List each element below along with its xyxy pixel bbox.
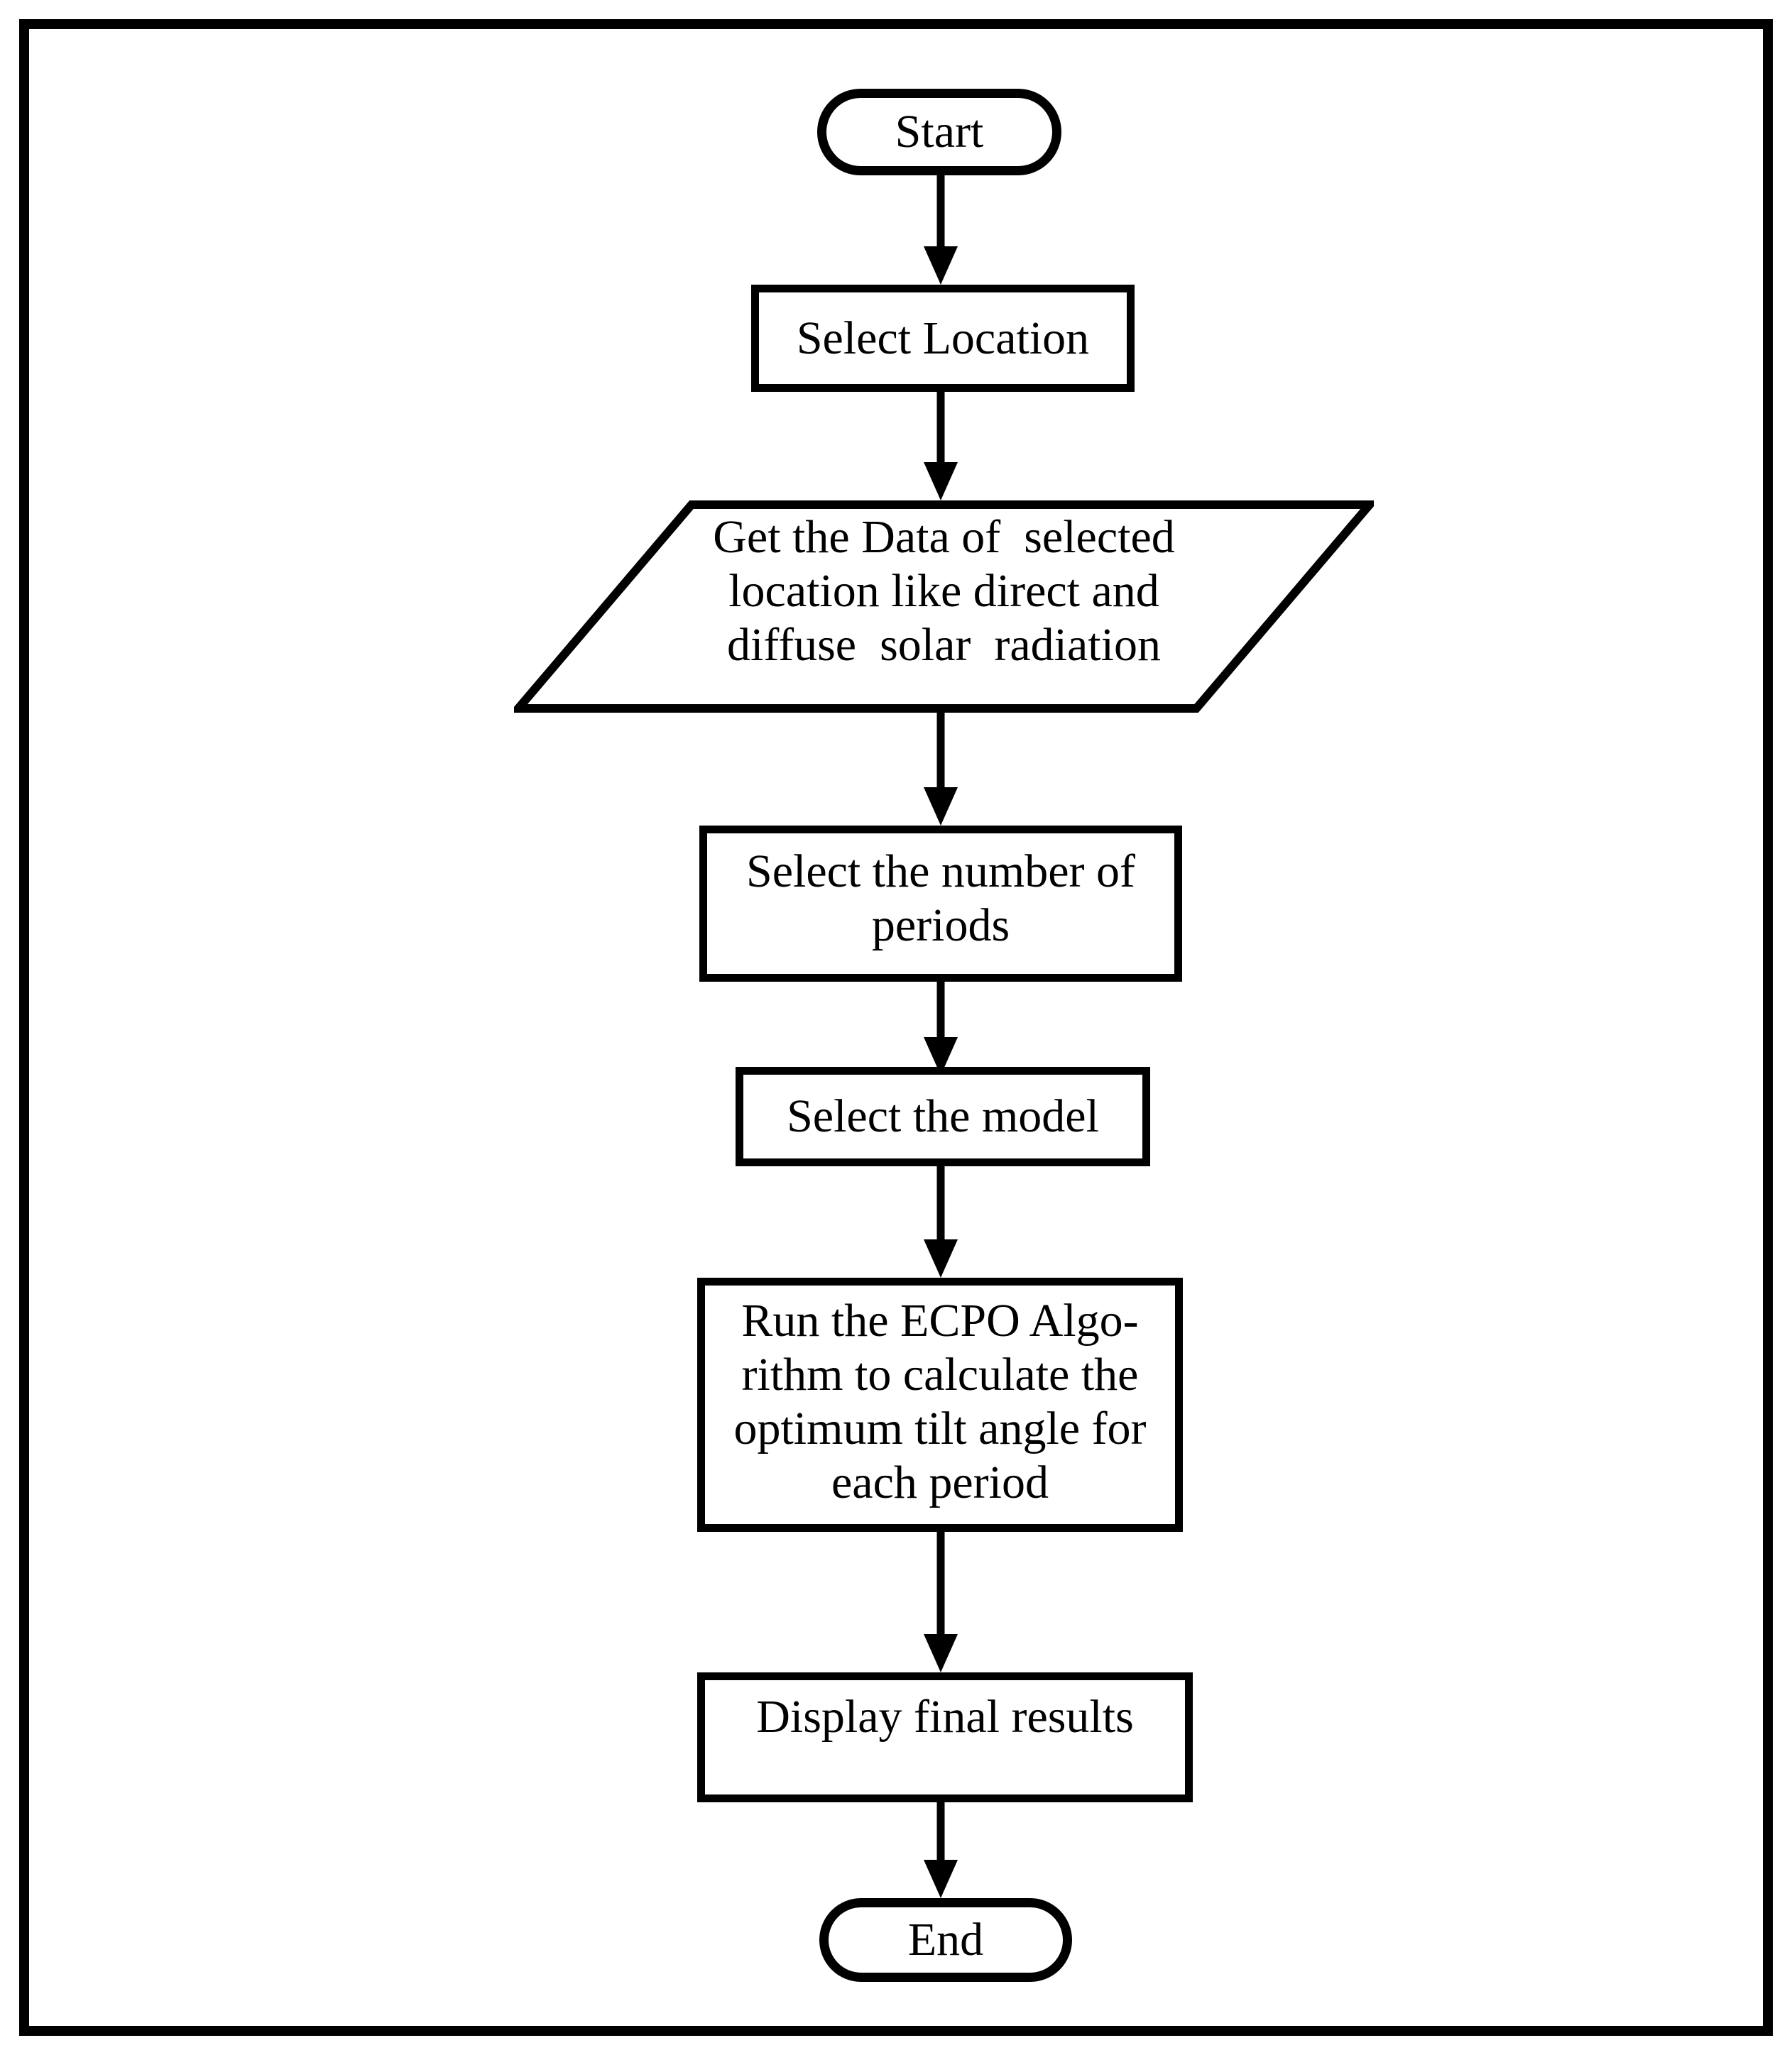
node-start-label: Start [895,106,984,158]
arrowhead-icon [924,462,958,500]
arrow-shaft [936,1166,945,1242]
arrow-shaft [936,1802,945,1863]
node-select-location: Select Location [751,285,1135,392]
node-select-periods-line1: Select the number of [746,845,1135,897]
arrow-select-location-to-get-data [924,392,958,500]
node-select-periods: Select the number of periods [699,826,1182,982]
arrow-shaft [936,713,945,790]
node-display-results-label: Display final results [756,1691,1134,1743]
parallelogram-shape [514,500,1374,713]
node-end-label: End [907,1914,984,1966]
arrowhead-icon [924,246,958,285]
node-get-data: Get the Data of selected location like d… [514,500,1374,713]
node-get-data-text: Get the Data of selected location like d… [514,500,1374,672]
arrow-shaft [936,175,945,249]
node-run-ecpo: Run the ECPO Algo- rithm to calculate th… [697,1278,1183,1532]
node-run-ecpo-line4: each period [831,1457,1049,1508]
arrow-select-periods-to-select-model [924,982,958,1075]
arrow-run-ecpo-to-display-results [924,1532,958,1672]
arrowhead-icon [924,1634,958,1672]
arrow-shaft [936,982,945,1040]
node-end: End [819,1898,1072,1982]
node-get-data-line2: location like direct and [728,565,1159,617]
node-run-ecpo-line2: rithm to calculate the [741,1349,1139,1401]
node-select-model: Select the model [736,1067,1150,1166]
node-get-data-line3: diffuse solar radiation [727,619,1161,671]
arrow-shaft [936,392,945,465]
node-start: Start [817,89,1061,175]
arrow-start-to-select-location [924,175,958,285]
arrow-select-model-to-run-ecpo [924,1166,958,1278]
arrow-get-data-to-select-periods [924,713,958,826]
arrow-shaft [936,1532,945,1637]
node-display-results: Display final results [697,1672,1193,1802]
node-select-periods-line2: periods [871,899,1010,951]
node-run-ecpo-line3: optimum tilt angle for [733,1403,1147,1454]
arrowhead-icon [924,1860,958,1898]
arrowhead-icon [924,787,958,826]
node-select-model-label: Select the model [787,1090,1099,1142]
node-select-location-label: Select Location [796,312,1090,364]
node-run-ecpo-line1: Run the ECPO Algo- [741,1295,1139,1347]
arrow-display-results-to-end [924,1802,958,1898]
node-get-data-line1: Get the Data of selected [713,511,1175,563]
arrowhead-icon [924,1239,958,1278]
